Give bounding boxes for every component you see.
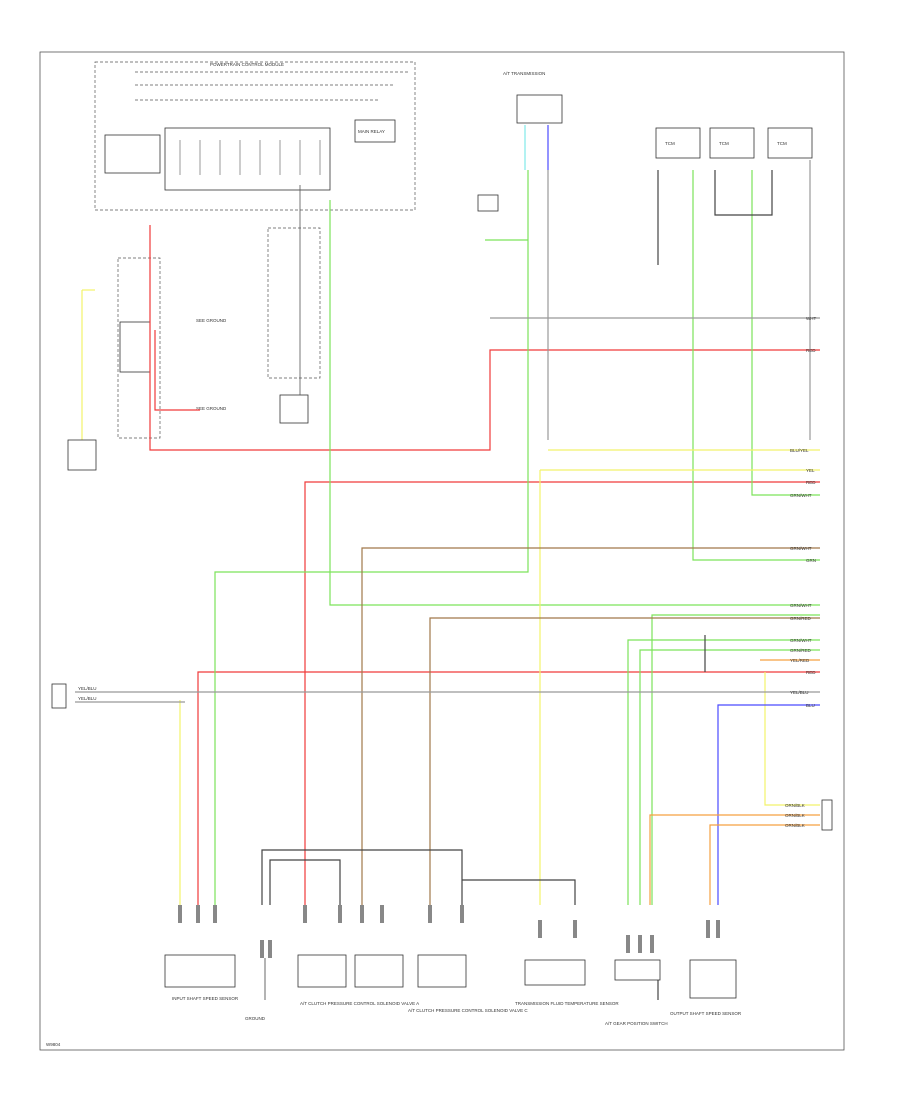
output-shaft-sensor [689, 959, 737, 999]
label-r1: WHT [806, 316, 816, 321]
module-1-label: TCM [665, 141, 675, 146]
wire-orange-2 [649, 814, 820, 905]
left-label-a: YEL/BLU [78, 686, 97, 691]
pcm-block: POWERTRAIN CONTROL MODULE MAIN RELAY [94, 61, 416, 211]
tcm-top: A/T TRANSMISSION [477, 71, 563, 212]
right-wire-labels: WHT RED BLU/YEL YEL RED GRN/WHT GRN/WHT … [785, 316, 816, 828]
label-r10: GRN/RED [790, 616, 812, 621]
label-r8: GRN [806, 558, 816, 563]
wire-red-3 [304, 481, 820, 905]
temp-label: TRANSMISSION FLUID TEMPERATURE SENSOR [515, 1001, 619, 1006]
label-r5: RED [806, 480, 816, 485]
solenoid-c [417, 954, 467, 988]
wire-red-2 [154, 330, 200, 411]
wire-green-1 [214, 170, 529, 905]
right-connector [821, 799, 833, 831]
wire-orange-3 [709, 824, 820, 905]
left-connector: YEL/BLU YEL/BLU [51, 683, 97, 709]
center-switch [267, 185, 321, 424]
wire-green-4 [751, 170, 820, 496]
output-shaft-label: OUTPUT SHAFT SPEED SENSOR [670, 1011, 742, 1016]
wire-blue-2 [717, 704, 820, 905]
wire-black-5 [714, 170, 773, 216]
input-shaft-sensor [164, 954, 236, 988]
main-relay-label: MAIN RELAY [358, 129, 385, 134]
diagram-frame [39, 51, 845, 1051]
label-r9: GRN/WHT [790, 603, 812, 608]
wire-brown-2 [429, 617, 820, 905]
wire-green-3 [692, 170, 820, 561]
wire-black-2 [269, 859, 341, 905]
label-r16: BLU [806, 703, 815, 708]
wire-brown-1 [361, 547, 820, 905]
label-r13: YEL/RED [790, 658, 810, 663]
label-r3: BLU/YEL [790, 448, 809, 453]
gear-switch-label: A/T GEAR POSITION SWITCH [605, 1021, 668, 1026]
label-r2: RED [806, 348, 816, 353]
input-shaft-label: INPUT SHAFT SPEED SENSOR [172, 996, 239, 1001]
wire-green-2 [329, 200, 820, 606]
solenoid-b [354, 954, 404, 988]
ignition-switch-block: SEE GROUND SEE GROUND [67, 257, 227, 471]
left-label-b: YEL/BLU [78, 696, 97, 701]
wire-black-3 [462, 879, 576, 905]
label-r6: GRN/WHT [790, 493, 812, 498]
wire-green-6 [639, 649, 820, 905]
wire-red-4 [197, 671, 820, 905]
wire-yellow-5 [764, 672, 820, 806]
tcm-modules: TCM TCM TCM [655, 127, 813, 159]
label-r7: GRN/WHT [790, 546, 812, 551]
wire-green-7 [651, 614, 820, 905]
svg-text:A/T TRANSMISSION: A/T TRANSMISSION [503, 71, 545, 76]
label-o3: ORN/BLK [785, 823, 805, 828]
label-o2: ORN/BLK [785, 813, 805, 818]
diagram-id: W9804 [46, 1042, 61, 1047]
svg-text:SEE GROUND: SEE GROUND [196, 318, 227, 323]
wire-red-main [149, 225, 820, 451]
label-r14: RED [806, 670, 816, 675]
label-r15: YEL/BLU [790, 690, 809, 695]
wire-green-5 [627, 639, 820, 905]
bottom-components: INPUT SHAFT SPEED SENSOR GROUND A/T CLUT… [164, 905, 742, 1026]
label-r11: GRN/WHT [790, 638, 812, 643]
ground-label: GROUND [245, 1016, 266, 1021]
label-o1: ORN/BLK [785, 803, 805, 808]
svg-text:SEE GROUND: SEE GROUND [196, 406, 227, 411]
module-3-label: TCM [777, 141, 787, 146]
gear-switch [614, 959, 661, 981]
label-r4: YEL [806, 468, 815, 473]
module-2-label: TCM [719, 141, 729, 146]
solenoid-a [297, 954, 347, 988]
solenoid-a-label: A/T CLUTCH PRESSURE CONTROL SOLENOID VAL… [300, 1001, 419, 1006]
label-r12: GRN/RED [790, 648, 812, 653]
temp-sensor [524, 959, 586, 986]
pcm-label: POWERTRAIN CONTROL MODULE [210, 62, 284, 67]
solenoid-c-label: A/T CLUTCH PRESSURE CONTROL SOLENOID VAL… [408, 1008, 528, 1013]
wire-black-1 [261, 849, 463, 905]
